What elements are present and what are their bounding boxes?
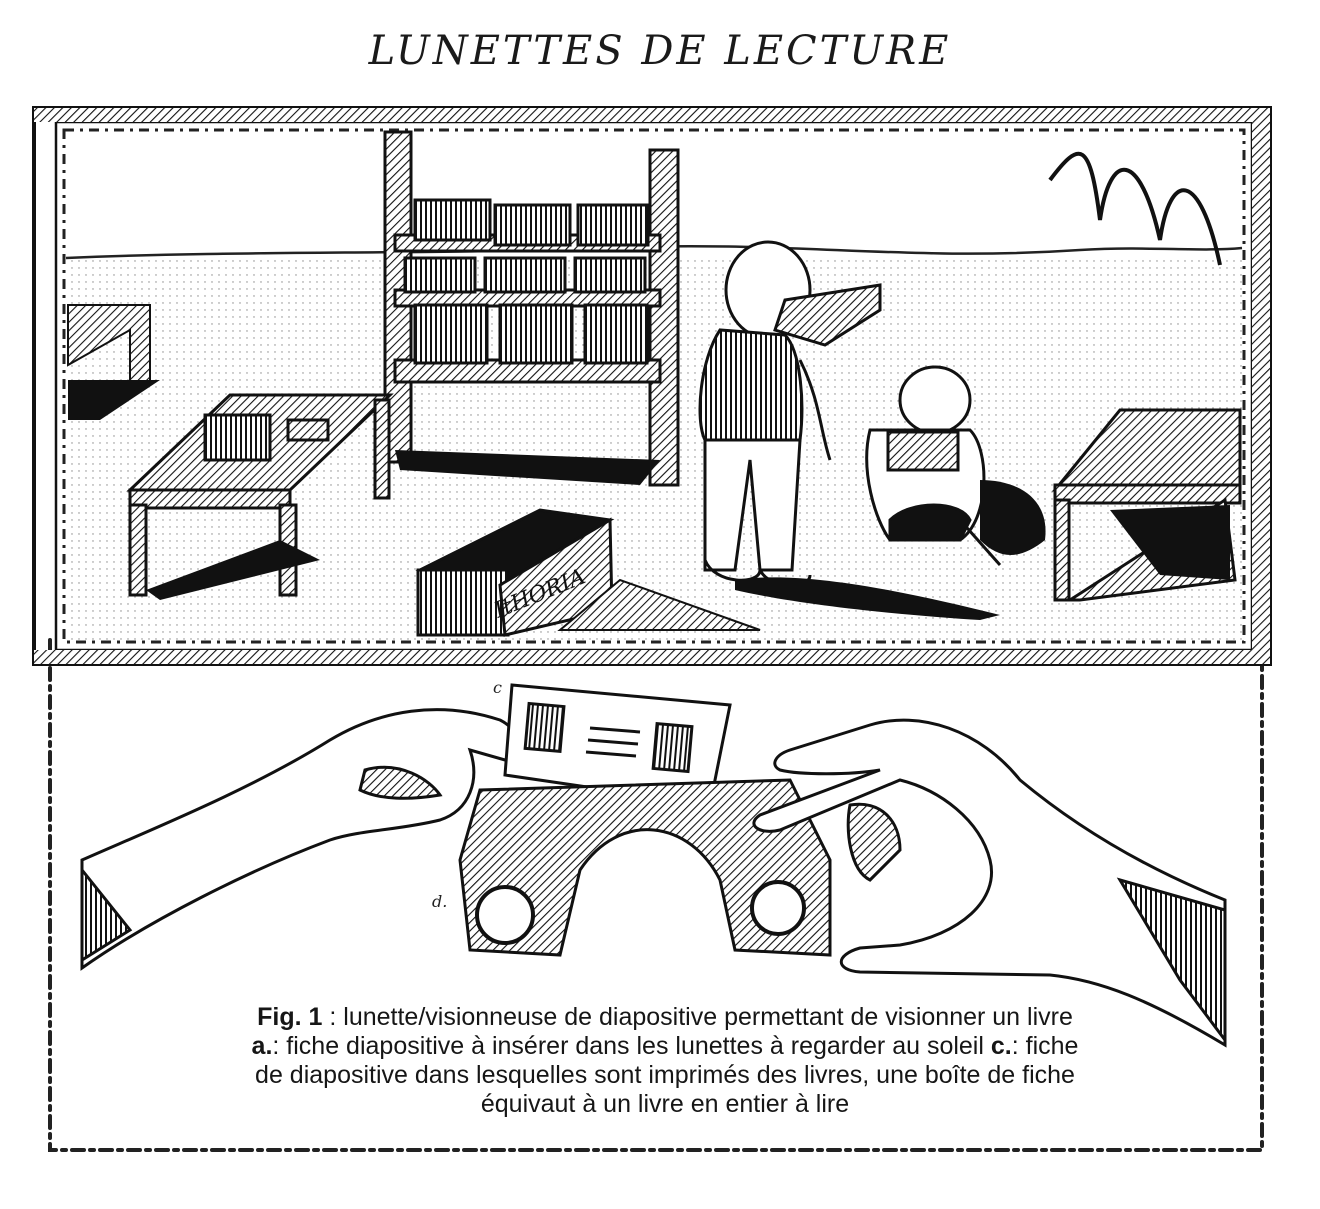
caption-text-2b: : fiche bbox=[1011, 1032, 1079, 1060]
slide-card bbox=[503, 683, 732, 807]
label-c: c bbox=[493, 678, 502, 697]
caption-c-key: c. bbox=[990, 1032, 1012, 1060]
label-d: d. bbox=[432, 892, 448, 911]
caption-text-2: : fiche diapositive à insérer dans les l… bbox=[272, 1032, 991, 1060]
figure-caption: Fig. 1 : lunette/visionneuse de diaposit… bbox=[95, 1003, 1235, 1119]
viewer-illustration bbox=[80, 683, 1227, 1048]
caption-line-1: Fig. 1 : lunette/visionneuse de diaposit… bbox=[95, 1003, 1235, 1032]
caption-fig-label: Fig. 1 bbox=[257, 1003, 323, 1031]
viewer-device bbox=[458, 778, 832, 957]
caption-line-3: de diapositive dans lesquelles sont impr… bbox=[255, 1061, 1075, 1089]
scene-panel: ItHORIA bbox=[32, 106, 1272, 666]
dashed-border bbox=[48, 638, 1264, 1152]
caption-a-key: a. bbox=[251, 1032, 273, 1060]
caption-line-2: a.: fiche diapositive à insérer dans les… bbox=[95, 1032, 1235, 1061]
page-title: LUNETTES DE LECTURE bbox=[368, 28, 952, 74]
caption-line-4: équivaut à un livre en entier à lire bbox=[480, 1090, 850, 1118]
caption-text-1: : lunette/visionneuse de diapositive per… bbox=[322, 1003, 1073, 1031]
